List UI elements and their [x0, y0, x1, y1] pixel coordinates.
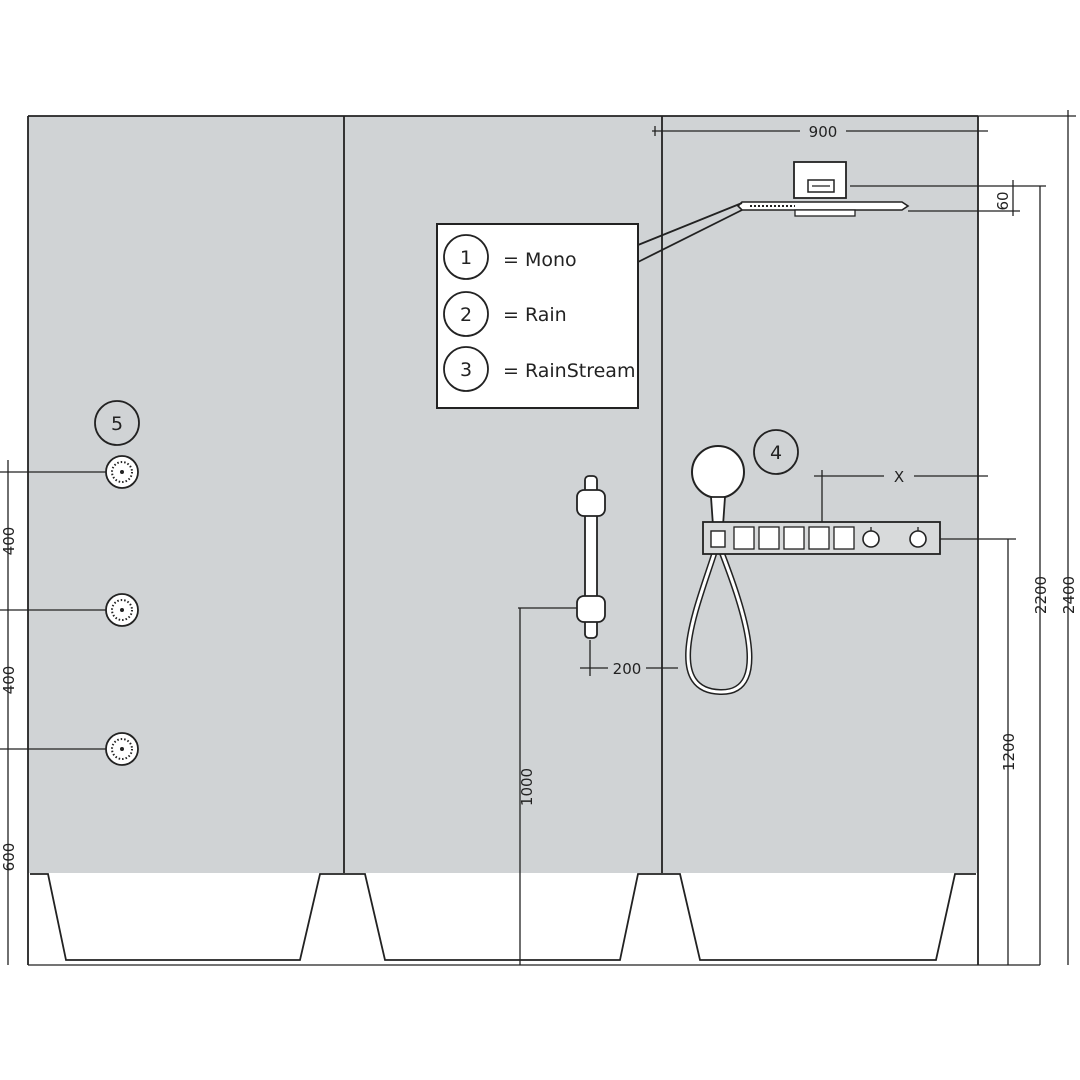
thermostat-select-button-3	[783, 526, 805, 550]
tray-left	[30, 873, 344, 961]
dim-jet-spacing-lower: 400	[0, 666, 18, 695]
dim-jet-spacing-upper: 400	[0, 527, 18, 556]
dim-thermostat-offset: X	[894, 468, 904, 486]
dim-head-total: 2200	[1032, 576, 1050, 614]
dim-rail-spacing: 200	[613, 660, 642, 678]
overhead-shower	[736, 161, 910, 217]
grab-rail-bracket-top	[576, 489, 606, 517]
thermostat-select-button-1	[733, 526, 755, 550]
legend: 1 = Mono 2 = Rain 3 = RainStream	[436, 202, 743, 409]
tray-right	[662, 873, 976, 961]
hand-shower-callout	[753, 429, 799, 475]
thermostat-select-button-2	[758, 526, 780, 550]
dim-jet-floor: 600	[0, 843, 18, 872]
shower-head-plate	[736, 201, 910, 211]
dim-head-height: 60	[994, 191, 1012, 210]
legend-label-rain: = Rain	[503, 304, 567, 326]
body-jet-middle	[105, 593, 139, 627]
body-jets-callout-number: 5	[111, 413, 123, 435]
shower-head-nozzle-strip	[794, 209, 856, 217]
hand-shower-callout-number: 4	[770, 442, 782, 464]
legend-number-2: 2	[460, 304, 472, 326]
thermostat-select-button-5	[833, 526, 855, 550]
thermostat-knob-right	[909, 530, 927, 548]
shower-trays	[30, 873, 976, 961]
grab-rail-bracket-bottom	[576, 595, 606, 623]
legend-marker-2	[443, 291, 489, 337]
hand-shower-head	[691, 445, 745, 499]
body-jet-top	[105, 455, 139, 489]
body-jets: 5	[0, 400, 140, 766]
legend-pointer	[637, 202, 743, 263]
legend-number-3: 3	[460, 359, 472, 381]
body-jet-bottom	[105, 732, 139, 766]
legend-marker-1	[443, 234, 489, 280]
legend-number-1: 1	[460, 247, 472, 269]
tray-middle	[344, 873, 662, 961]
dim-head-offset: 900	[809, 123, 838, 141]
thermostat-holder	[710, 530, 726, 548]
legend-box	[436, 223, 639, 409]
dim-thermostat-height: 1200	[1000, 733, 1018, 771]
legend-label-rainstream: = RainStream	[503, 360, 635, 382]
body-jets-callout	[94, 400, 140, 446]
thermostat-select-button-4	[808, 526, 830, 550]
legend-label-mono: = Mono	[503, 249, 577, 271]
legend-marker-3	[443, 346, 489, 392]
thermostat-bar	[702, 521, 941, 555]
dim-ceiling-total: 2400	[1060, 576, 1078, 614]
dim-rail-height: 1000	[518, 768, 536, 806]
grab-rail	[576, 475, 606, 639]
thermostat-knob-left	[862, 530, 880, 548]
